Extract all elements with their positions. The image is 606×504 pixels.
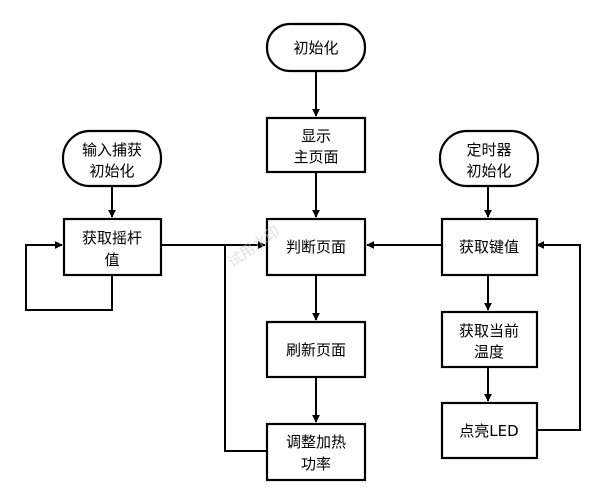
node-init: 初始化 bbox=[265, 22, 367, 73]
node-init-label: 初始化 bbox=[293, 39, 338, 57]
node-light-led: 点亮LED bbox=[440, 401, 539, 460]
node-get-key-value-label: 获取键值 bbox=[459, 238, 519, 256]
edge-joystick-self-loop bbox=[25, 241, 113, 311]
node-get-current-temperature-label-1: 获取当前 bbox=[459, 322, 519, 340]
node-adjust-heating-power: 调整加热 功率 bbox=[265, 422, 367, 482]
node-get-joystick-value-label-2: 值 bbox=[104, 251, 119, 269]
node-input-capture-init: 输入捕获 初始化 bbox=[61, 129, 163, 188]
node-adjust-heating-power-label-1: 调整加热 bbox=[286, 433, 346, 451]
node-adjust-heating-power-label-2: 功率 bbox=[301, 455, 331, 473]
node-show-main-page: 显示 主页面 bbox=[265, 116, 367, 174]
node-timer-init-label-1: 定时器 bbox=[466, 141, 511, 159]
node-get-key-value: 获取键值 bbox=[440, 217, 539, 277]
node-get-joystick-value-label-1: 获取摇杆 bbox=[82, 229, 142, 247]
node-get-joystick-value: 获取摇杆 值 bbox=[62, 217, 163, 277]
node-show-main-page-label-2: 主页面 bbox=[293, 148, 338, 166]
node-input-capture-init-label-1: 输入捕获 bbox=[82, 141, 142, 159]
node-timer-init: 定时器 初始化 bbox=[438, 129, 540, 188]
node-get-current-temperature-label-2: 温度 bbox=[474, 343, 504, 361]
node-refresh-page: 刷新页面 bbox=[265, 320, 367, 379]
node-get-current-temperature: 获取当前 温度 bbox=[440, 310, 539, 369]
edge-adjust-to-judge bbox=[224, 245, 267, 452]
node-refresh-page-label: 刷新页面 bbox=[286, 341, 346, 359]
edge-led-to-key bbox=[536, 241, 581, 431]
node-show-main-page-label-1: 显示 bbox=[301, 127, 331, 145]
node-light-led-label: 点亮LED bbox=[459, 422, 518, 440]
node-judge-page: 判断页面 bbox=[265, 217, 367, 277]
node-judge-page-label: 判断页面 bbox=[286, 238, 346, 256]
node-timer-init-label-2: 初始化 bbox=[466, 162, 511, 180]
node-input-capture-init-label-2: 初始化 bbox=[89, 162, 134, 180]
